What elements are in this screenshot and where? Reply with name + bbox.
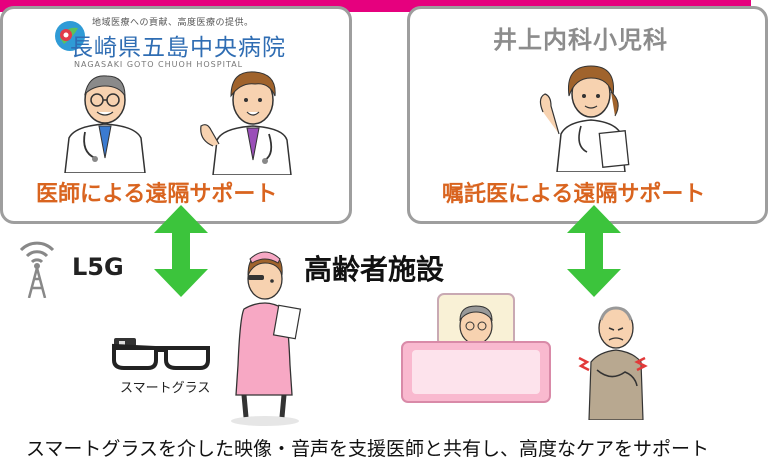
- smart-glasses-label: スマートグラス: [120, 381, 211, 396]
- hospital-logo: [52, 18, 88, 54]
- bottom-caption: スマートグラスを介した映像・音声を支援医師と共有し、高度なケアをサポート: [26, 438, 710, 460]
- doctor-illustration-senior: [55, 68, 155, 174]
- left-double-arrow-icon: [152, 205, 210, 297]
- patient-in-bed-illustration: [398, 290, 554, 406]
- smart-glasses-icon: [110, 334, 214, 372]
- clinic-support-label: 嘱託医による遠隔サポート: [442, 182, 706, 207]
- hospital-name: 長崎県五島中央病院: [70, 35, 286, 61]
- antenna-icon: [16, 234, 58, 299]
- nurse-doctor-illustration: [535, 52, 645, 173]
- hospital-english-name: NAGASAKI GOTO CHUOH HOSPITAL: [74, 60, 244, 69]
- clinic-name: 井上内科小児科: [493, 26, 668, 54]
- elderly-patient-illustration: [575, 300, 657, 421]
- right-double-arrow-icon: [565, 205, 623, 297]
- hospital-support-label: 医師による遠隔サポート: [36, 182, 278, 207]
- hospital-tagline: 地域医療への貢献、高度医療の提供。: [92, 18, 254, 28]
- caregiver-nurse-illustration: [222, 245, 308, 427]
- network-label: L5G: [72, 253, 124, 281]
- doctor-illustration-young: [195, 60, 300, 176]
- facility-label: 高齢者施設: [304, 253, 445, 286]
